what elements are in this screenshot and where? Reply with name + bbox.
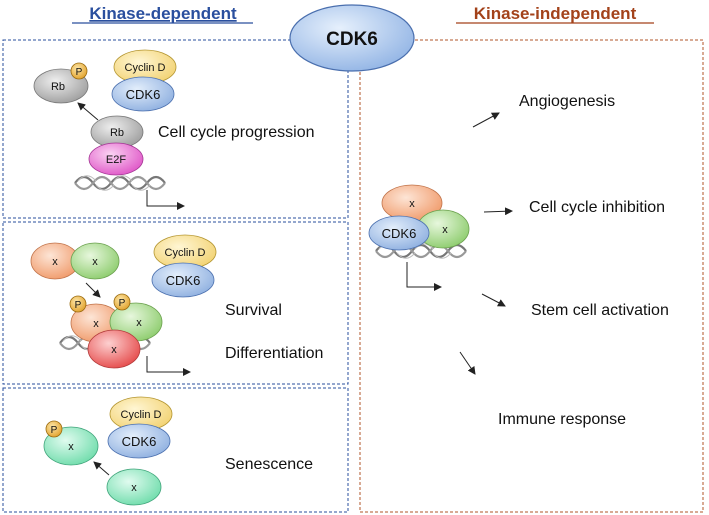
transcription-arrow-right — [406, 262, 442, 291]
e2f-protein — [88, 142, 144, 176]
cdk6-protein-right — [368, 215, 430, 251]
release-arrow — [77, 102, 99, 121]
cdk6-label: CDK6 — [382, 226, 417, 241]
phosphorylation-arrow-3 — [93, 461, 110, 476]
panel-survival: x x Cyclin D CDK6 x x x P P Survival Dif… — [30, 234, 323, 376]
panel-kinase-independent: x x CDK6 Angiogenesis Cell cycle inhibit… — [368, 93, 669, 428]
outcome-cell-cycle-inhibition: Cell cycle inhibition — [529, 199, 665, 216]
x-label: x — [442, 224, 448, 236]
arrow-immune-response — [459, 351, 476, 375]
transcription-arrow-2 — [146, 356, 191, 376]
arrow-cell-cycle-inhibition — [483, 207, 513, 216]
phospho-label: P — [51, 425, 58, 436]
cdk6-protein — [151, 262, 215, 298]
outcome-stem-cell-activation: Stem cell activation — [531, 302, 669, 319]
panel-cell-cycle: Cyclin D CDK6 Rb P Rb E2F Cell cycle pro… — [33, 49, 315, 210]
phospho-label: P — [75, 300, 82, 311]
panel-kinase-independent-border — [359, 39, 704, 513]
transcription-arrow-1 — [146, 190, 185, 210]
cdk6-label: CDK6 — [122, 434, 157, 449]
phospho-group — [69, 295, 87, 313]
arrow-stem-cell-activation — [481, 293, 506, 307]
differentiation-label: Differentiation — [225, 345, 323, 362]
center-cdk6-label: CDK6 — [326, 29, 378, 50]
survival-label: Survival — [225, 302, 282, 319]
x-label: x — [409, 198, 415, 210]
panel-cell-cycle-border — [2, 39, 349, 219]
cdk6-protein — [111, 76, 175, 112]
cdk6-label: CDK6 — [126, 87, 161, 102]
cdk6-label: CDK6 — [166, 273, 201, 288]
panel-senescence-border — [2, 387, 349, 513]
x-label: x — [136, 317, 142, 329]
outcome-immune-response: Immune response — [498, 411, 626, 428]
phospho-group — [45, 420, 63, 438]
panel-senescence: x P Cyclin D CDK6 x Senescence — [43, 396, 313, 506]
x-label: x — [92, 256, 98, 268]
e2f-label: E2F — [106, 154, 126, 166]
cyclin-d-label: Cyclin D — [165, 247, 206, 259]
x-label: x — [93, 318, 99, 330]
cyclin-d-label: Cyclin D — [125, 62, 166, 74]
cdk6-protein — [107, 423, 171, 459]
x-protein-green-free — [70, 242, 120, 280]
x-label: x — [111, 344, 117, 356]
phospho-group — [113, 293, 131, 311]
phospho-group — [70, 62, 88, 80]
outcome-angiogenesis: Angiogenesis — [519, 93, 615, 110]
right-heading: Kinase-independent — [474, 4, 637, 23]
phospho-label: P — [76, 67, 83, 78]
x-protein-teal — [106, 468, 162, 506]
panel-survival-border — [2, 221, 349, 385]
arrow-angiogenesis — [472, 112, 500, 128]
cell-cycle-progression-label: Cell cycle progression — [158, 124, 315, 141]
left-heading: Kinase-dependent — [89, 4, 237, 23]
cyclin-d-label: Cyclin D — [121, 409, 162, 421]
rb-label-top: Rb — [51, 81, 65, 93]
senescence-label: Senescence — [225, 456, 313, 473]
rb-label-bound: Rb — [110, 127, 124, 139]
x-label: x — [52, 256, 58, 268]
x-protein-red — [87, 329, 141, 369]
phosphorylation-arrow — [85, 282, 101, 298]
center-cdk6: CDK6 — [289, 4, 415, 72]
x-label: x — [68, 441, 74, 453]
phospho-label: P — [119, 298, 126, 309]
dna-strand-1 — [73, 174, 167, 192]
x-label: x — [131, 482, 137, 494]
